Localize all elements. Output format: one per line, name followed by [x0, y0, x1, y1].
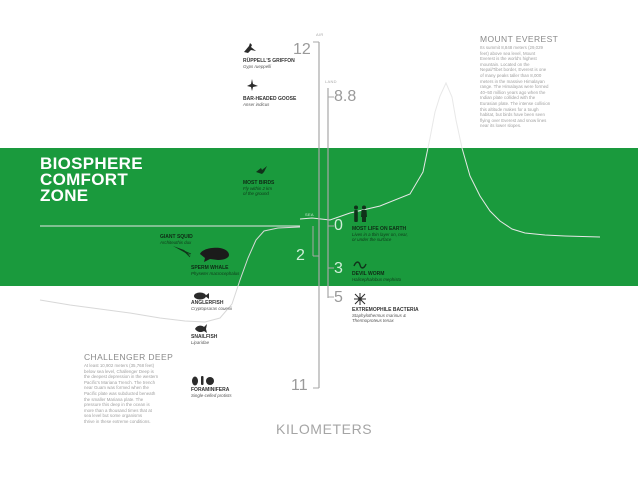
everest-info: MOUNT EVEREST Its summit 8,848 meters (2… [480, 34, 590, 129]
land-tick-3: 3 [334, 260, 343, 277]
organism-life: MOST LIFE ON EARTH Lives in a thin layer… [352, 226, 408, 242]
worm-icon [353, 261, 367, 269]
biosphere-comfort-zone-title: BIOSPHERE COMFORT ZONE [40, 154, 143, 205]
organism-anglerfish: ANGLERFISH Cryptopsaras couesii [191, 300, 232, 311]
anglerfish-icon [194, 292, 209, 300]
organism-snailfish: SNAILFISH Liparidae [191, 334, 217, 345]
organism-detail: Fly within 2 km of the ground [243, 186, 273, 196]
organism-name: ANGLERFISH [191, 300, 224, 306]
organism-detail: Lives in a thin layer on, near, or under… [352, 232, 408, 242]
air-axis-tag: AIR [316, 32, 324, 37]
organism-detail: Physeter macrocephalus [191, 271, 240, 276]
land-tick-5: 5 [334, 289, 343, 306]
organism-whale: SPERM WHALE Physeter macrocephalus [191, 265, 239, 276]
air-tick-2: 2 [296, 247, 305, 264]
organism-name: MOST LIFE ON EARTH [352, 226, 407, 232]
organism-name: SPERM WHALE [191, 265, 229, 271]
ocean-floor-profile [39, 226, 301, 323]
organism-forams: FORAMINIFERA Single-celled protists [191, 387, 232, 398]
whale-icon [200, 247, 229, 262]
snailfish-icon [195, 324, 207, 333]
organism-detail: Gyps rueppelli [243, 64, 272, 69]
everest-title: MOUNT EVEREST [480, 34, 559, 44]
organism-name: RÜPPELL'S GRIFFON [243, 58, 295, 64]
organism-name: BAR-HEADED GOOSE [243, 96, 297, 102]
griffon-vulture-icon [244, 43, 256, 53]
organism-name: MOST BIRDS [243, 180, 275, 186]
organism-detail: Architeuthis dux [160, 240, 192, 245]
organism-name: FORAMINIFERA [191, 387, 230, 393]
organism-bacteria: EXTREMOPHILE BACTERIA Staphylothermus ma… [352, 307, 419, 323]
organism-detail: Anser indicus [243, 102, 270, 107]
organism-griffon: RÜPPELL'S GRIFFON Gyps rueppelli [243, 58, 295, 69]
organism-detail: Single-celled protists [191, 393, 232, 398]
organism-detail: Cryptopsaras couesii [191, 306, 232, 311]
organism-birds: MOST BIRDS Fly within 2 km of the ground [243, 180, 274, 196]
land-tick-0: 0 [334, 217, 343, 234]
land-profile [299, 81, 601, 238]
bird-icon [256, 166, 267, 174]
air-tick-12: 12 [293, 41, 311, 58]
organism-worm: DEVIL WORM Halicephalobus mephisto [352, 271, 401, 282]
organism-name: GIANT SQUID [160, 234, 193, 240]
people-icon [354, 205, 367, 222]
organism-name: EXTREMOPHILE BACTERIA [352, 307, 419, 313]
organism-squid: GIANT SQUID Architeuthis dux [160, 234, 193, 245]
bacteria-icon [354, 293, 366, 305]
organism-goose: BAR-HEADED GOOSE Anser indicus [243, 96, 296, 107]
challenger-deep-info: CHALLENGER DEEP At least 10,902 meters (… [84, 352, 204, 425]
squid-icon [173, 246, 192, 258]
air-tick-11: 11 [291, 377, 308, 394]
goose-icon [247, 79, 258, 91]
organism-name: SNAILFISH [191, 334, 218, 340]
everest-description: Its summit 8,848 meters (29,029 feet) ab… [480, 45, 551, 129]
challenger-description: At least 10,902 meters (35,768 feet) bel… [84, 363, 159, 424]
kilometers-axis-label: KILOMETERS [276, 421, 373, 437]
organism-detail: Staphylothermus marinus & Thermoproteus … [352, 313, 406, 323]
foraminifera-icon [192, 376, 214, 386]
organism-detail: Halicephalobus mephisto [352, 277, 402, 282]
land-tick-8-8: 8.8 [334, 88, 357, 105]
organism-name: DEVIL WORM [352, 271, 385, 277]
organism-detail: Liparidae [191, 340, 210, 345]
challenger-title: CHALLENGER DEEP [84, 352, 174, 362]
land-axis-tag: LAND [325, 79, 337, 84]
sea-axis-tag: SEA [305, 212, 314, 217]
